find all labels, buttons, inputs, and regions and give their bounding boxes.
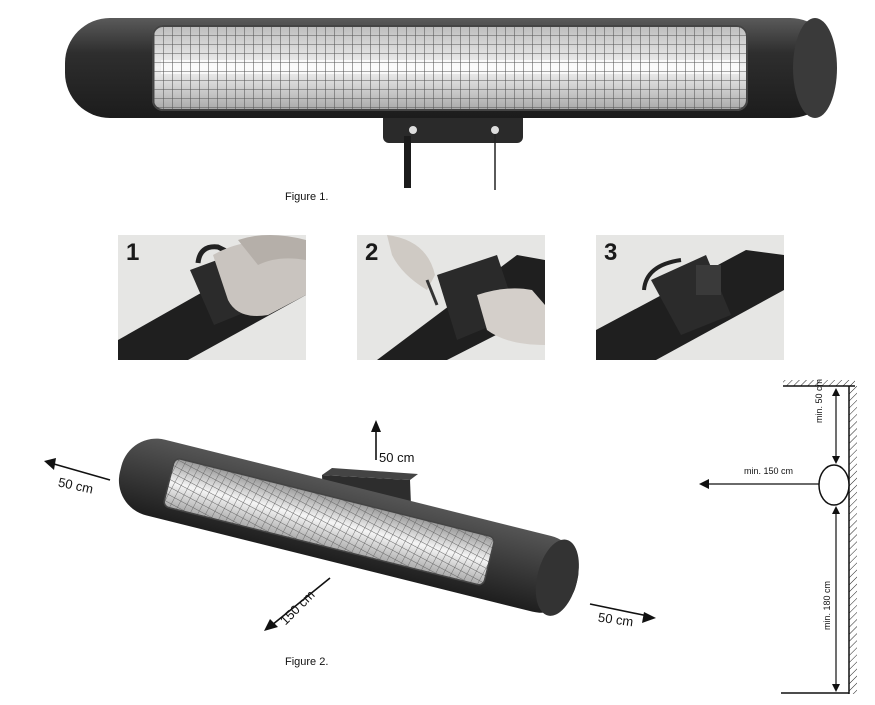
figure2-caption: Figure 2. [285, 656, 329, 668]
step-photo-3: 3 [596, 235, 784, 360]
step-photo-2: 2 [357, 235, 545, 360]
min-floor-label: min. 180 cm [822, 580, 832, 630]
min-front-label: min. 150 cm [744, 466, 794, 476]
step-photo-1: 1 [118, 235, 306, 360]
min-ceiling-label: min. 50 cm [814, 378, 824, 423]
wall-diagram-svg [699, 380, 857, 694]
step-number-2: 2 [365, 239, 379, 266]
step-3-illustration [596, 250, 784, 360]
step-2-illustration [377, 235, 545, 360]
step-number-3: 3 [604, 239, 618, 266]
figure1-heater-illustration [55, 8, 845, 193]
step-1-illustration [118, 235, 306, 360]
figure2-heater-illustration [40, 420, 680, 650]
clearance-top-label: 50 cm [379, 450, 415, 465]
heater-front-svg [65, 18, 837, 190]
figure1-caption: Figure 1. [285, 191, 329, 203]
wall-clearance-diagram [695, 378, 865, 698]
heater-perspective-svg [44, 420, 656, 631]
step-number-1: 1 [126, 239, 140, 266]
